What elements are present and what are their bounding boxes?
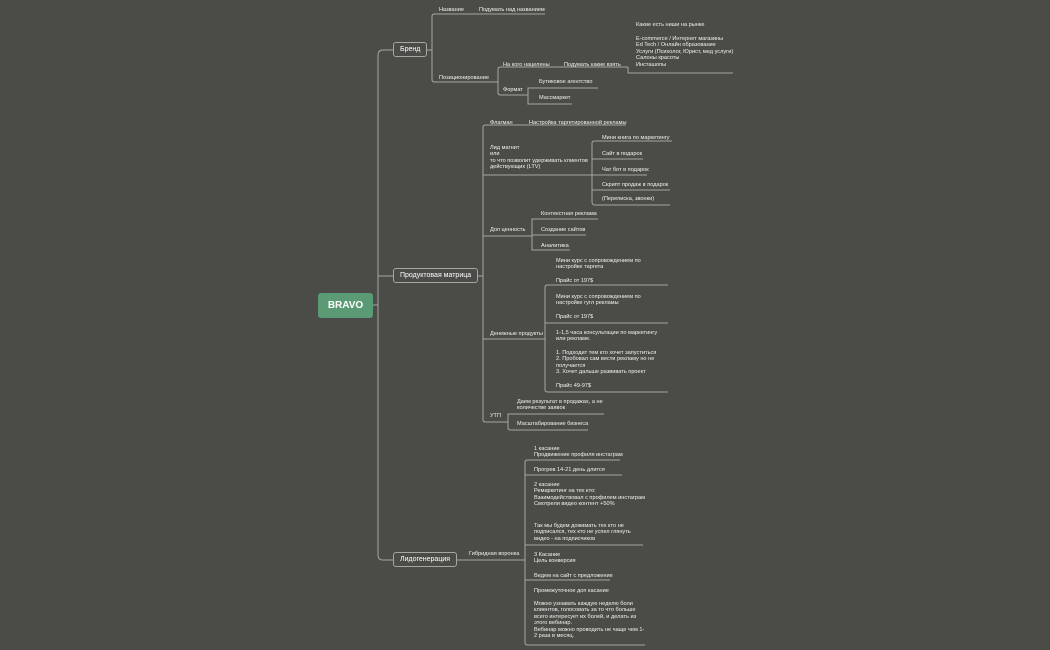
leadmagnet-item[interactable]: Сайт в подарок — [602, 151, 643, 157]
funnel-item[interactable]: Можно узнавать каждую неделю боли клиент… — [534, 601, 645, 640]
funnel-item[interactable]: 1 касание Продвижение профиля инстаграм — [534, 446, 623, 459]
product-flagship-label[interactable]: Флагман — [490, 120, 513, 126]
root-node[interactable]: BRAVO — [318, 293, 373, 318]
product-money-label[interactable]: Денежные продукты — [490, 331, 543, 337]
funnel-item[interactable]: Прогрев 14-21 день длится — [534, 467, 605, 473]
money-item[interactable]: Мини курс с сопровождением по настройке … — [556, 258, 641, 271]
product-extra-label[interactable]: Доп ценность — [490, 227, 526, 233]
product-utp-label[interactable]: УТП — [490, 413, 501, 419]
product-leadmagnet-label[interactable]: Лид магнит или то что позволит удерживат… — [490, 145, 588, 171]
money-item[interactable]: Мини курс с сопровождением по настройке … — [556, 294, 641, 307]
extra-item[interactable]: Создание сайтов — [541, 227, 586, 233]
funnel-item[interactable]: 3 Касание Цель конверсия — [534, 552, 576, 565]
brand-target-value[interactable]: Подумать какие взять — [564, 62, 621, 68]
money-item[interactable]: Прайс от 197$ — [556, 278, 594, 284]
money-item[interactable]: 1. Подходит тем кто хочет запуститься 2.… — [556, 350, 657, 376]
leadmagnet-item[interactable]: Скрипт продаж в подарок — [602, 182, 669, 188]
brand-positioning-label[interactable]: Позиционирование — [439, 75, 489, 81]
brand-niches-list[interactable]: E-commerce / Интернет магазины Ed Tech /… — [636, 36, 734, 68]
extra-item[interactable]: Аналитика — [541, 243, 569, 249]
leadmagnet-item[interactable]: (Переписка, звонки) — [602, 196, 655, 202]
brand-target-label[interactable]: На кого нацелены — [503, 62, 550, 68]
brand-niches-title[interactable]: Какие есть ниши на рынке — [636, 22, 705, 28]
utp-item[interactable]: Даем результат в продажах, а не количест… — [517, 399, 603, 412]
funnel-item[interactable]: Ведем на сайт с предложение — [534, 573, 613, 579]
utp-item[interactable]: Масштабирование бизнеса — [517, 421, 589, 427]
funnel-item[interactable]: 2 касание Ремаркетинг на тех кто: Взаимо… — [534, 482, 645, 508]
brand-name-value[interactable]: Подумать над названием — [479, 7, 545, 13]
money-item[interactable]: Прайс от 197$ — [556, 314, 594, 320]
branch-brand[interactable]: Бренд — [393, 42, 428, 57]
branch-leadgen[interactable]: Лидогенерация — [393, 552, 458, 567]
funnel-item[interactable]: Так мы будем дожимать тех кто не подписа… — [534, 523, 631, 542]
money-item[interactable]: 1-1,5 часа консультации по маркетингу ил… — [556, 330, 658, 343]
brand-format-item[interactable]: Бутиковое агентство — [539, 79, 593, 85]
leadmagnet-item[interactable]: Чат бот в подарок — [602, 167, 649, 173]
money-item[interactable]: Прайс 49-97$ — [556, 383, 592, 389]
funnel-item[interactable]: Промежуточное доп касание — [534, 588, 609, 594]
product-flagship-value[interactable]: Настройка таргетированной рекламы — [529, 120, 627, 126]
leadgen-funnel-label[interactable]: Гибридная воронка — [469, 551, 520, 557]
leadmagnet-item[interactable]: Мини книга по маркетингу — [602, 135, 670, 141]
brand-format-item[interactable]: Массмаркет — [539, 95, 571, 101]
brand-name-label[interactable]: Название — [439, 7, 464, 13]
extra-item[interactable]: Контекстная реклама — [541, 211, 597, 217]
brand-format-label[interactable]: Формат — [503, 87, 523, 93]
branch-product-matrix[interactable]: Продуктовая матрица — [393, 268, 479, 283]
